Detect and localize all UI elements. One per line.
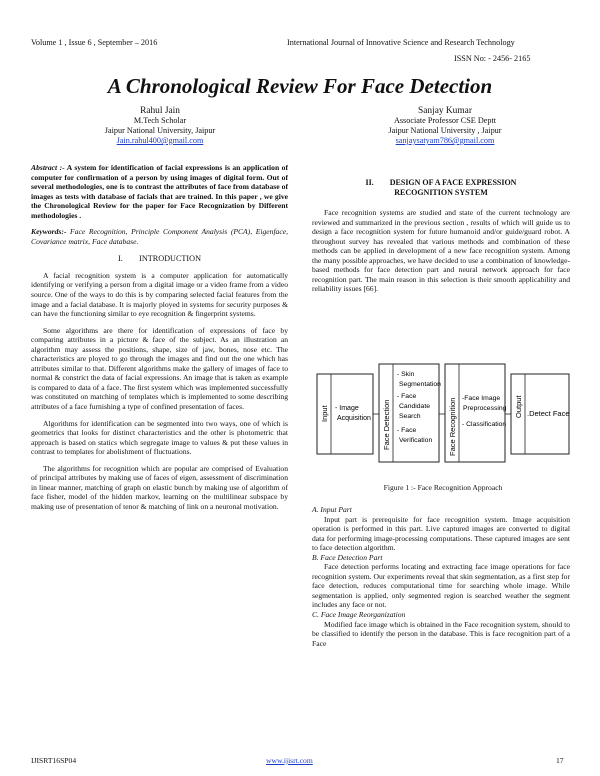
stage-input-item-1: - Image [335, 405, 359, 412]
stage-detection-item-2: Segmentation [399, 381, 441, 388]
paper-title: A Chronological Review For Face Detectio… [107, 74, 493, 98]
stage-detection-item-3: - Face [397, 393, 416, 400]
footer-paper-id: IJISRT16SP04 [31, 756, 77, 765]
author-2-affiliation: Jaipur National University , Jaipur [388, 126, 502, 135]
author-2: Sanjay Kumar Associate Professor CSE Dep… [345, 106, 545, 146]
stage-detection-item-1: - Skin [397, 371, 415, 378]
stage-input-item-2: Acquisition [337, 415, 371, 422]
author-2-email-link[interactable]: sanjaysatyam786@gmail.com [395, 136, 495, 145]
author-1-role: M.Tech Scholar [133, 116, 187, 125]
stage-detection-label: Face Detection [382, 400, 391, 450]
face-recognition-diagram: Input - Image Acquisition Face Detection… [316, 363, 570, 463]
stage-detection-item-4: Candidate [399, 403, 430, 410]
subsection-c-text: Modified face image which is obtained in… [312, 619, 570, 648]
section-1-heading: I. INTRODUCTION [117, 254, 201, 264]
keywords-text: Face Recognition, Principle Component An… [31, 227, 288, 246]
stage-recognition-label: Face Recognition [448, 398, 457, 456]
stage-face-recognition: Face Recognition -Face Image Preprocessi… [444, 363, 507, 463]
stage-output: Output .Detect Face [510, 373, 570, 455]
stage-input: Input - Image Acquisition [316, 373, 374, 455]
subsection-a-heading: A. Input Part [312, 505, 352, 514]
footer-website-link[interactable]: www.ijisrt.com [266, 756, 313, 765]
author-2-role: Associate Professor CSE Deptt [393, 116, 497, 125]
section-2-heading-line-1: II. DESIGN OF A FACE EXPRESSION [365, 178, 517, 187]
abstract-text: A system for identification of facial ex… [31, 163, 288, 220]
stage-detection-item-7: Verification [399, 437, 432, 444]
keywords: Keywords:- Face Recognition, Principle C… [31, 227, 288, 246]
abstract: Abstract :- A system for identification … [31, 163, 288, 220]
intro-paragraph-1: A facial recognition system is a compute… [31, 270, 288, 319]
stage-detection-item-6: - Face [397, 427, 416, 434]
journal-volume: Volume 1 , Issue 6 , September – 2016 [31, 38, 158, 47]
subsection-c-heading: C. Face Image Reorganization [312, 610, 406, 620]
stage-recognition-item-1: -Face Image [462, 395, 500, 402]
section-2-heading-line-2: RECOGNITION SYSTEM [394, 188, 488, 197]
abstract-label: Abstract :- [31, 163, 65, 172]
subsection-b-text: Face detection performs locating and ext… [312, 562, 570, 610]
author-1-affiliation: Jaipur National University, Jaipur [104, 126, 216, 135]
stage-recognition-item-2: Preprocessing [463, 405, 507, 412]
journal-issn: ISSN No: - 2456- 2165 [454, 54, 531, 63]
author-2-name: Sanjay Kumar [418, 106, 472, 116]
subsection-a-text: Input part is prerequisite for face reco… [312, 514, 570, 553]
intro-paragraph-4: The algorithms for recognition which are… [31, 463, 288, 511]
intro-paragraph-2: Some algorithms are there for identifica… [31, 325, 288, 412]
right-column-top: II. DESIGN OF A FACE EXPRESSION RECOGNIT… [312, 178, 570, 294]
intro-paragraph-3: Algorithms for identification can be seg… [31, 418, 288, 457]
stage-output-label: Output [514, 395, 523, 418]
stage-face-detection: Face Detection - Skin Segmentation - Fac… [378, 363, 441, 463]
section-2-heading: II. DESIGN OF A FACE EXPRESSION RECOGNIT… [312, 178, 570, 198]
right-column-bottom: A. Input Part Input part is prerequisite… [312, 505, 570, 648]
figure-1: Input - Image Acquisition Face Detection… [315, 362, 571, 464]
keywords-label: Keywords:- [31, 227, 67, 237]
figure-1-caption: Figure 1 :- Face Recognition Approach [383, 483, 503, 492]
stage-recognition-item-3: - Classification [462, 421, 506, 428]
left-column: Abstract :- A system for identification … [31, 163, 288, 512]
stage-detection-item-5: Search [399, 413, 421, 420]
author-1: Rahul Jain M.Tech Scholar Jaipur Nationa… [60, 106, 260, 146]
author-1-name: Rahul Jain [140, 106, 180, 116]
journal-name: International Journal of Innovative Scie… [287, 38, 515, 47]
subsection-b-heading: B. Face Detection Part [312, 552, 383, 562]
stage-input-label: Input [320, 404, 329, 422]
page-number: 17 [556, 756, 564, 765]
author-1-email-link[interactable]: Jain.rahul400@gmail.com [116, 136, 204, 145]
stage-output-item-1: .Detect Face [527, 409, 570, 418]
section-2-intro: Face recognition systems are studied and… [312, 208, 570, 294]
